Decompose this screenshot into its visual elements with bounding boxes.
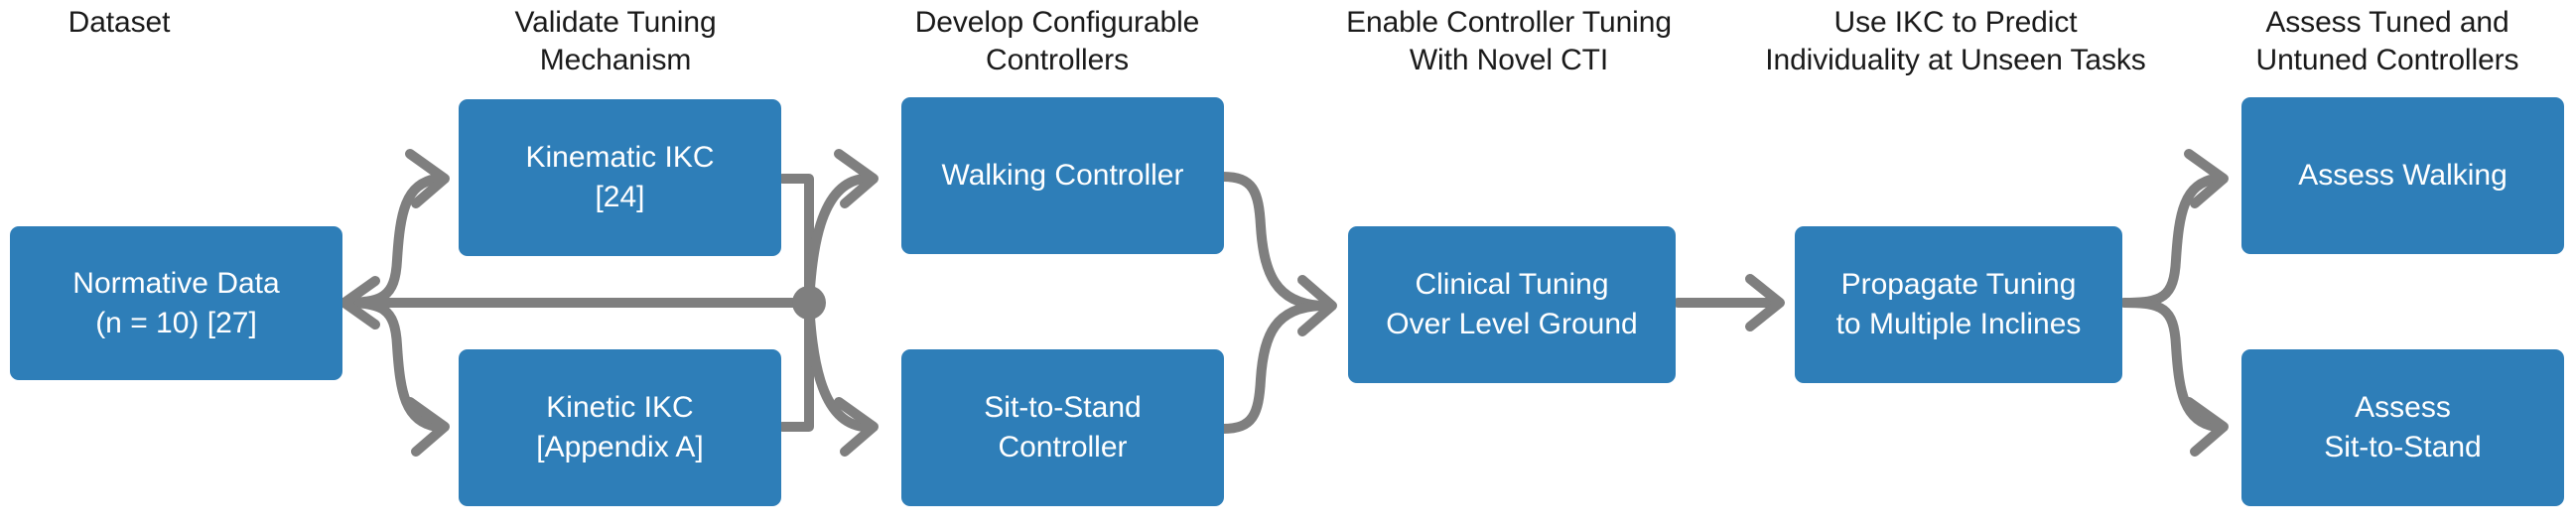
column-header-use-ikc-to-predict: Use IKC to Predict Individuality at Unse… — [1765, 6, 2146, 76]
node-assess-walking[interactable]: Assess Walking — [2241, 97, 2564, 254]
edge-kinetic-to-junction — [777, 298, 814, 432]
edge-propagate-to-assess-walking — [2119, 149, 2229, 308]
node-clinical-tuning[interactable]: Clinical Tuning Over Level Ground — [1348, 226, 1676, 383]
column-header-develop-configurable-controllers: Develop Configurable Controllers — [914, 6, 1200, 76]
edge-propagate-to-assess-sts — [2119, 298, 2229, 457]
node-kinetic-ikc[interactable]: Kinetic IKC [Appendix A] — [459, 349, 781, 506]
edge-junction-to-walking — [804, 149, 879, 308]
node-sit-to-stand-controller[interactable]: Sit-to-Stand Controller — [901, 349, 1224, 506]
edge-normative-to-kinetic — [338, 298, 450, 457]
edge-sit-to-stand-to-clinical — [1218, 275, 1337, 434]
edge-clinical-to-propagate — [1673, 274, 1785, 331]
junction-dot — [792, 286, 826, 320]
node-propagate-tuning[interactable]: Propagate Tuning to Multiple Inclines — [1795, 226, 2122, 383]
edge-walking-to-clinical — [1218, 172, 1325, 311]
column-header-enable-controller-tuning: Enable Controller Tuning With Novel CTI — [1346, 6, 1672, 76]
edge-trunk-normative-junction — [339, 276, 814, 330]
edge-kinematic-to-junction — [777, 174, 814, 308]
column-header-assess-tuned-and-untuned: Assess Tuned and Untuned Controllers — [2255, 6, 2519, 76]
node-normative-data[interactable]: Normative Data (n = 10) [27] — [10, 226, 342, 380]
node-walking-controller[interactable]: Walking Controller — [901, 97, 1224, 254]
edge-normative-to-kinematic — [338, 149, 450, 308]
edge-junction-to-sit-to-stand — [804, 298, 879, 457]
node-assess-sit-to-stand[interactable]: Assess Sit-to-Stand — [2241, 349, 2564, 506]
node-kinematic-ikc[interactable]: Kinematic IKC [24] — [459, 99, 781, 256]
column-header-dataset: Dataset — [68, 6, 171, 39]
column-header-validate-tuning-mechanism: Validate Tuning Mechanism — [514, 6, 717, 76]
